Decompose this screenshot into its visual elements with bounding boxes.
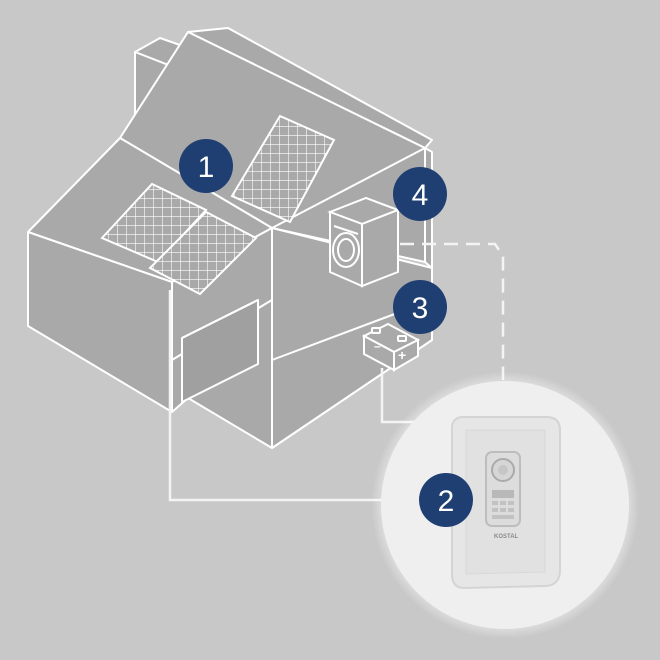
inverter-brand-label: KOSTAL bbox=[494, 534, 519, 540]
badge-solar-panels-number: 1 bbox=[198, 151, 215, 184]
badge-solar-panels: 1 bbox=[179, 139, 233, 193]
badge-battery: 3 bbox=[393, 280, 447, 334]
badge-consumer-number: 4 bbox=[412, 179, 429, 212]
badge-consumer: 4 bbox=[393, 167, 447, 221]
badge-battery-number: 3 bbox=[412, 292, 429, 325]
ac-line-consumer bbox=[400, 242, 505, 380]
solar-panel-right bbox=[148, 210, 258, 296]
inverter-icon bbox=[451, 416, 561, 590]
battery-minus-label: – bbox=[374, 339, 381, 353]
garage-opening bbox=[181, 299, 259, 403]
battery-plus-label: + bbox=[398, 347, 406, 363]
dc-line-solar bbox=[168, 290, 400, 502]
solar-panel-icon bbox=[100, 114, 336, 296]
solar-panel-upper bbox=[230, 114, 336, 224]
badge-inverter-number: 2 bbox=[438, 485, 455, 518]
battery-icon bbox=[361, 322, 421, 372]
badge-inverter: 2 bbox=[419, 473, 473, 527]
solar-panel-left bbox=[100, 182, 208, 264]
washing-machine-icon bbox=[327, 196, 401, 288]
